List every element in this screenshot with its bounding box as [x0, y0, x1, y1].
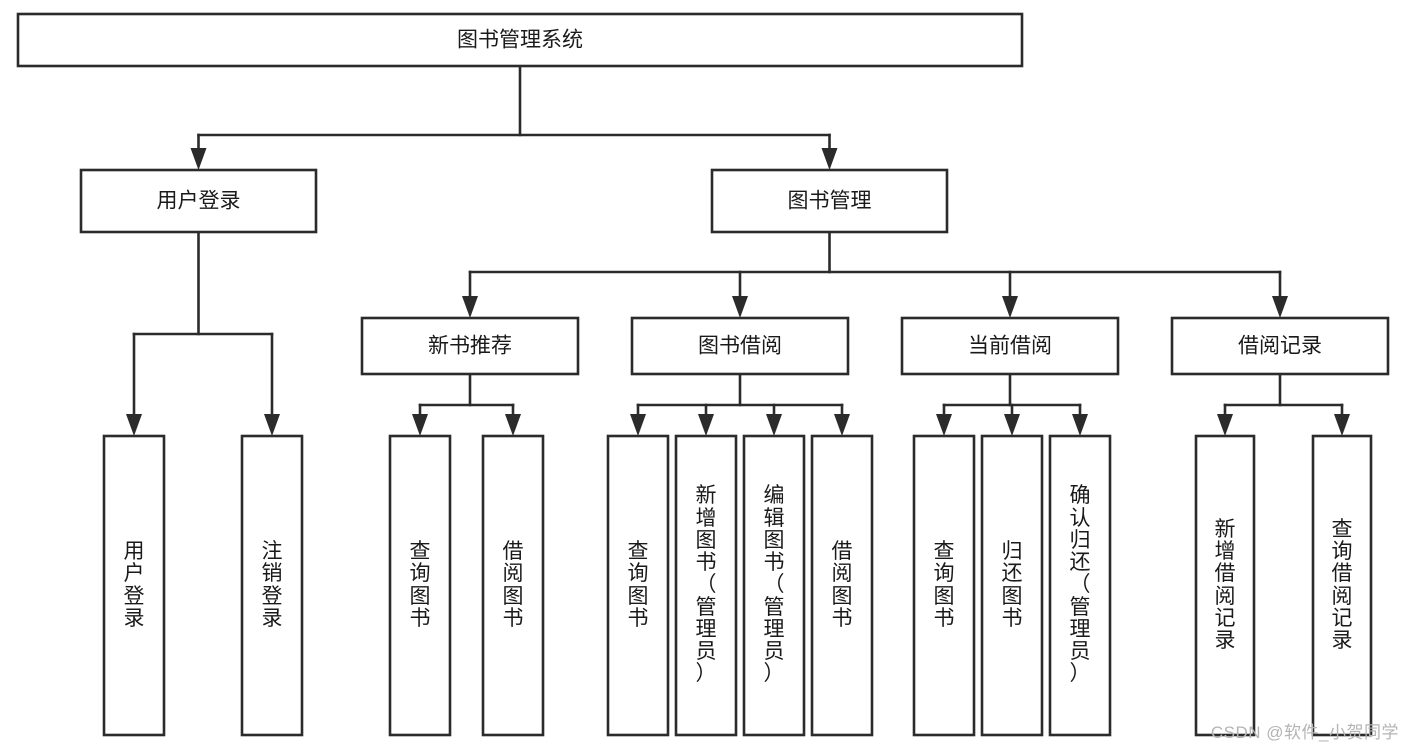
arrow-head-icon — [412, 414, 428, 436]
node-label-user-login: 用户登录 — [157, 190, 241, 213]
arrow-head-icon — [766, 414, 782, 436]
node-box-borrow-record[interactable] — [1170, 316, 1390, 376]
arrow-head-icon — [1004, 414, 1020, 436]
node-box-leaf-query-book-recommend[interactable] — [388, 434, 452, 737]
node-label-book-management: 图书管理 — [788, 190, 872, 213]
node-box-leaf-borrow-book-recommend[interactable] — [481, 434, 545, 737]
node-label-new-book-recommend: 新书推荐 — [428, 335, 512, 358]
arrow-head-icon — [1334, 414, 1350, 436]
node-box-leaf-logout[interactable] — [240, 434, 304, 737]
node-box-current-borrow[interactable] — [900, 316, 1120, 376]
node-label-borrow-record: 借阅记录 — [1238, 335, 1322, 358]
arrow-head-icon — [732, 296, 748, 318]
node-box-leaf-user-login[interactable] — [102, 434, 166, 737]
node-box-book-borrow[interactable] — [630, 316, 850, 376]
arrow-head-icon — [126, 414, 142, 436]
arrow-head-icon — [264, 414, 280, 436]
node-box-leaf-borrow-book[interactable] — [810, 434, 874, 737]
node-box-leaf-add-borrow-record[interactable] — [1194, 434, 1256, 737]
node-box-new-book-recommend[interactable] — [360, 316, 580, 376]
node-label-current-borrow: 当前借阅 — [968, 335, 1052, 358]
node-label-book-borrow: 图书借阅 — [698, 335, 782, 358]
arrow-head-icon — [936, 414, 952, 436]
arrow-head-icon — [698, 414, 714, 436]
node-box-leaf-query-borrow-record[interactable] — [1311, 434, 1373, 737]
node-label-root: 图书管理系统 — [457, 29, 583, 52]
node-box-leaf-confirm-return-admin[interactable] — [1048, 434, 1112, 737]
node-box-book-management[interactable] — [710, 168, 949, 234]
arrow-head-icon — [505, 414, 521, 436]
node-box-leaf-add-book-admin[interactable] — [674, 434, 738, 737]
node-box-leaf-return-book[interactable] — [980, 434, 1044, 737]
connector-layer — [126, 64, 1350, 436]
arrow-head-icon — [630, 414, 646, 436]
arrow-head-icon — [1002, 296, 1018, 318]
node-box-leaf-query-book-borrow[interactable] — [606, 434, 670, 737]
arrow-head-icon — [1072, 414, 1088, 436]
arrow-head-icon — [1217, 414, 1233, 436]
arrow-head-icon — [821, 148, 838, 170]
node-box-leaf-edit-book-admin[interactable] — [742, 434, 806, 737]
node-box-root[interactable] — [16, 12, 1024, 68]
arrow-head-icon — [834, 414, 850, 436]
node-box-layer — [16, 12, 1390, 737]
arrow-head-icon — [1272, 296, 1288, 318]
arrow-head-icon — [190, 148, 207, 170]
node-box-leaf-query-book-current[interactable] — [912, 434, 976, 737]
node-box-user-login[interactable] — [79, 168, 318, 234]
arrow-head-icon — [462, 296, 478, 318]
